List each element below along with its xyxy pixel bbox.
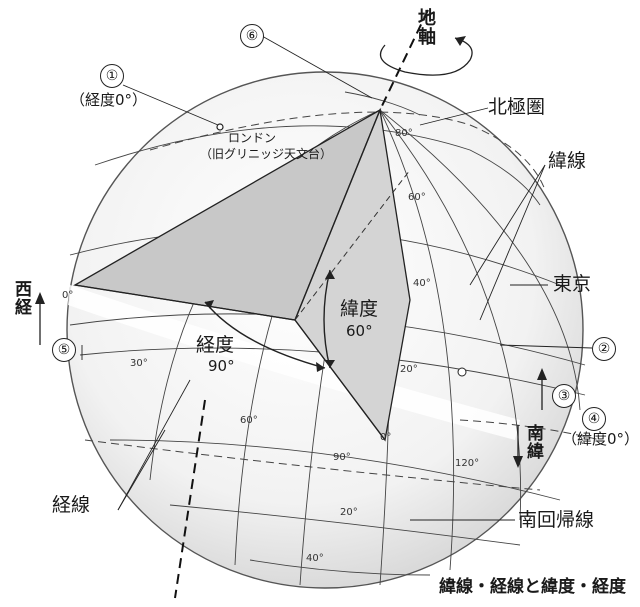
longitude-angle-arc	[204, 301, 326, 369]
rotation-arrowhead	[455, 36, 466, 46]
longitude-0-label: （経度0°）	[70, 91, 148, 109]
center-to-equator	[294, 319, 386, 441]
longitude-arrow-start	[205, 300, 214, 309]
greenwich-dot	[216, 123, 224, 131]
lon-30-tick: 30°	[130, 358, 148, 369]
lon-90-tick: 90°	[333, 452, 351, 463]
center-to-latitude-dashed	[294, 169, 411, 321]
lat-60-tick: 60°	[408, 192, 426, 203]
leader-lines	[81, 35, 593, 521]
dashed-circles	[84, 111, 601, 491]
london-label: ロンドン	[228, 131, 277, 145]
pole-to-center	[294, 109, 381, 321]
marker-2: ②	[592, 337, 616, 361]
lat-40-tick: 40°	[413, 278, 431, 289]
longitude-arrow-end	[316, 362, 325, 372]
earth-axis-bottom	[174, 399, 206, 599]
tokyo-marker	[457, 367, 467, 377]
tropic-label: 南回帰線	[518, 509, 595, 531]
longitude-90-value: 90°	[208, 357, 235, 375]
earth-axis-label: 地軸	[415, 8, 436, 46]
south-arrowhead	[513, 456, 523, 468]
south-40-tick: 40°	[306, 553, 324, 564]
parallel-label: 緯線	[548, 150, 587, 172]
lat-0-tick: 0°	[380, 432, 392, 443]
south-20-tick: 20°	[340, 507, 358, 518]
meridian-label: 経線	[52, 494, 91, 516]
rotation-arrow	[379, 37, 473, 76]
north-arrowhead	[537, 368, 547, 380]
marker-6: ⑥	[240, 24, 264, 48]
latitude-0-label: （緯度0°）	[562, 430, 640, 448]
latitude-arrow-bottom	[325, 360, 335, 368]
tokyo-label: 東京	[553, 273, 592, 295]
south-latitude-label: 南緯	[523, 424, 543, 460]
arctic-circle-label: 北極圏	[488, 96, 546, 118]
marker-3: ③	[552, 384, 576, 408]
center-to-meridian0	[74, 284, 296, 321]
figure-caption: 緯線・経線と緯度・経度	[439, 577, 626, 597]
longitude-90-title: 経度	[196, 334, 235, 356]
west-arrowhead	[35, 292, 45, 304]
lon-0-tick: 0°	[62, 290, 74, 301]
latitude-angle-arc	[323, 269, 331, 369]
latitude-60-title: 緯度	[340, 298, 379, 320]
lon-120-tick: 120°	[455, 458, 480, 469]
latitude-arrow-top	[325, 270, 335, 279]
lon-60-tick: 60°	[240, 415, 258, 426]
marker-4: ④	[582, 407, 606, 431]
latitude-60-value: 60°	[346, 322, 373, 340]
equator-band	[68, 285, 520, 440]
lat-20-tick: 20°	[400, 364, 418, 375]
lat-80-tick: 80°	[395, 128, 413, 139]
marker-5: ⑤	[52, 338, 76, 362]
earth-axis-top	[379, 9, 429, 111]
marker-1: ①	[100, 64, 124, 88]
west-longitude-label: 西経	[11, 280, 31, 316]
greenwich-label: （旧グリニッジ天文台）	[200, 147, 333, 161]
